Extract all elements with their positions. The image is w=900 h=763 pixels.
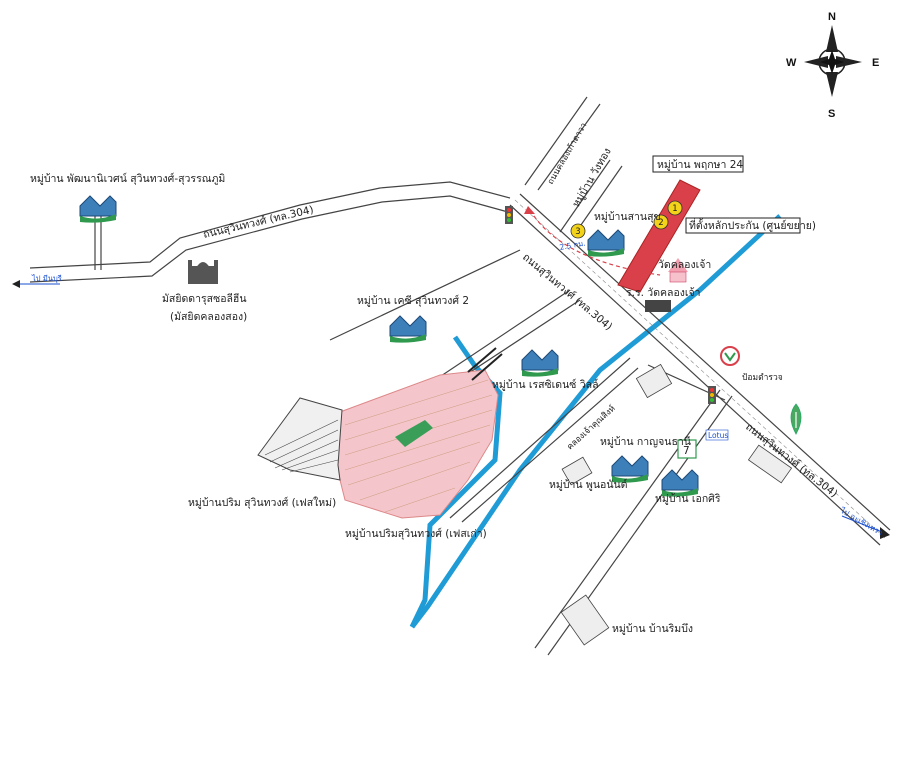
label-village-kc: หมู่บ้าน เคซี สุวินทวงศ์ 2 xyxy=(357,294,469,307)
road-suwinthawong-left xyxy=(12,181,511,288)
label-temple: วัดคลองเจ้า xyxy=(658,259,711,271)
label-village-baanrimbueng: หมู่บ้าน บ้านริมบึง xyxy=(612,623,693,635)
lotus-icon: Lotus xyxy=(705,429,728,441)
house-icon xyxy=(587,229,625,257)
label-village-sansuk: หมู่บ้านสานสุข xyxy=(594,211,661,223)
svg-text:2: 2 xyxy=(658,218,663,228)
label-police-box: ป้อมตำรวจ xyxy=(742,372,783,383)
dashed-route xyxy=(524,206,661,276)
svg-text:3: 3 xyxy=(575,227,580,237)
label-village-prim-new: หมู่บ้านปริม สุวินทวงศ์ (เฟสใหม่) xyxy=(188,496,336,509)
label-road-vertical-top: ถนนคลองเก้าตาวา xyxy=(545,121,589,187)
office-label-box: ที่ตั้งหลักประกัน (ศูนย์ขยาย) xyxy=(685,217,816,234)
svg-text:7: 7 xyxy=(683,445,690,457)
label-mosque-2: (มัสยิดคลองสอง) xyxy=(170,311,247,323)
svg-text:Lotus: Lotus xyxy=(708,431,728,440)
house-icon xyxy=(611,455,649,483)
label-village-sukasem: หมู่บ้าน พูนอนันต์ xyxy=(549,478,628,491)
label-village-rose: หมู่บ้าน เรสซิเดนซ์ วิลล์ xyxy=(492,378,599,391)
label-village-prim-old: หมู่บ้านปริมสุวินทวงศ์ (เฟสเก่า) xyxy=(345,527,487,540)
compass-north: N xyxy=(828,11,836,23)
label-to-chachoengsao: ไป ฉะเชิงเทรา xyxy=(838,505,884,537)
label-road-center: ถนนสุวินทวงศ์ (ทล.304) xyxy=(520,250,615,333)
label-distance: 2.5 กม. xyxy=(559,239,586,252)
label-to-min-buri: ไป มีนบุรี xyxy=(31,274,62,283)
svg-text:1: 1 xyxy=(672,204,677,214)
building-blocks xyxy=(560,363,793,646)
label-village-wanthong: หมู่บ้าน วังทอง xyxy=(570,146,614,209)
gas-station-icon xyxy=(790,403,802,435)
compass-west: W xyxy=(786,57,797,69)
road-suwinthawong-main xyxy=(509,193,891,546)
svg-text:ที่ตั้งหลักประกัน (ศูนย์ขยาย): ที่ตั้งหลักประกัน (ศูนย์ขยาย) xyxy=(689,218,816,232)
house-icon xyxy=(521,349,559,377)
label-village-top-left: หมู่บ้าน พัฒนานิเวศน์ สุวินทวงศ์-สุวรรณภ… xyxy=(30,172,225,185)
label-school: ร.ร. วัดคลองเจ้า xyxy=(626,287,701,299)
ptt-icon xyxy=(720,346,740,366)
mosque-icon xyxy=(188,260,218,284)
village-block-prim-new xyxy=(257,397,343,481)
marker-2: 2 xyxy=(653,214,669,230)
seven-eleven-icon: 7 xyxy=(677,439,697,459)
label-road-left: ถนนสุวินทวงศ์ (ทล.304) xyxy=(202,203,315,241)
compass-rose: N S W E xyxy=(786,11,879,120)
house-icon xyxy=(661,469,699,497)
compass-south: S xyxy=(828,108,835,120)
label-mosque-1: มัสยิดดารุสซอลีฮีน xyxy=(162,292,247,305)
bridge-icon xyxy=(467,347,503,381)
svg-text:หมู่บ้าน พฤกษา 24: หมู่บ้าน พฤกษา 24 xyxy=(657,159,743,171)
marker-3: 3 xyxy=(570,223,586,239)
label-village-akesiri: หมู่บ้าน เอกศิริ xyxy=(655,493,721,505)
traffic-light-icon xyxy=(505,206,513,224)
house-icon xyxy=(389,315,427,343)
traffic-light-icon xyxy=(708,386,716,404)
label-village-kanchana: หมู่บ้าน กาญจนธานี xyxy=(600,435,691,448)
temple-icon xyxy=(668,258,688,283)
compass-east: E xyxy=(872,57,879,69)
house-icon xyxy=(79,195,117,223)
village-block-prim-old xyxy=(334,369,499,519)
marker-1: 1 xyxy=(667,200,683,216)
pruksa-label-box: หมู่บ้าน พฤกษา 24 xyxy=(652,155,744,173)
road-north xyxy=(524,96,623,236)
